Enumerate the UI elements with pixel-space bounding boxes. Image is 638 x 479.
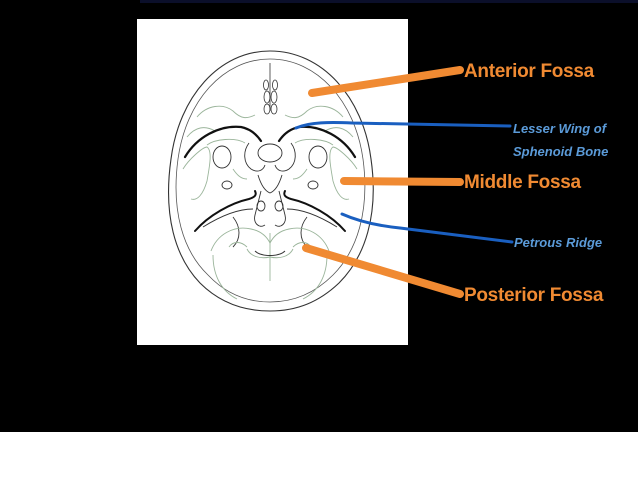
lesser-wing-label: Lesser Wing of Sphenoid Bone xyxy=(513,117,608,163)
middle-fossa-bone-outlines xyxy=(182,138,358,200)
middle-fossa-label: Middle Fossa xyxy=(464,172,581,193)
petrous-ridge xyxy=(194,190,346,232)
anterior-fossa-label: Anterior Fossa xyxy=(464,61,594,82)
lesser-wing-pointer xyxy=(294,121,512,130)
cribriform-plate xyxy=(263,63,278,115)
posterior-fossa-outlines xyxy=(210,227,330,300)
skull-base-illustration-panel xyxy=(137,19,408,345)
posterior-fossa-label: Posterior Fossa xyxy=(464,285,604,306)
top-accent-bar xyxy=(140,0,638,3)
anterior-fossa-pointer xyxy=(308,66,464,97)
lesser-wing-label-line1: Lesser Wing of xyxy=(513,121,607,136)
skull-inner-outline xyxy=(175,58,366,303)
posterior-fossa-pointer xyxy=(302,244,464,298)
pointer-overlay xyxy=(294,66,514,298)
slide-background: Anterior Fossa Lesser Wing of Sphenoid B… xyxy=(0,0,638,432)
petrous-ridge-label: Petrous Ridge xyxy=(514,235,603,250)
petrous-ridge-pointer xyxy=(340,212,514,244)
foramen-magnum xyxy=(254,250,286,256)
skull-base-drawing xyxy=(168,50,374,312)
lesser-wing-label-line2: Sphenoid Bone xyxy=(513,144,609,159)
anterior-fossa-outlines xyxy=(186,105,354,138)
skull-outer-outline xyxy=(168,50,374,312)
middle-fossa-outlines xyxy=(212,142,328,227)
middle-fossa-pointer xyxy=(340,177,464,186)
